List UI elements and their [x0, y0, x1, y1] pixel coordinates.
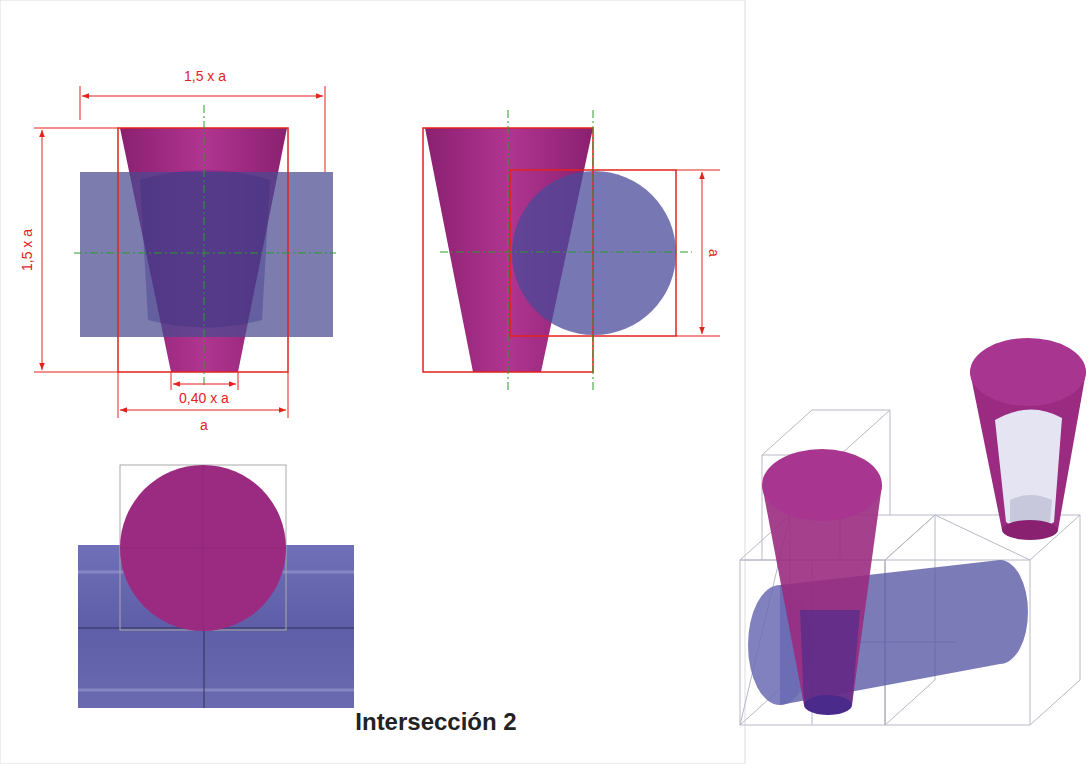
dimension-label: a — [198, 417, 210, 433]
diagram-title: Intersección 2 — [355, 710, 516, 734]
dimension-label: 1,5 x a — [182, 68, 228, 84]
dimension-label: a — [706, 247, 722, 259]
dimension-label: 1,5 x a — [19, 227, 35, 273]
dimension-label: 0,40 x a — [177, 390, 231, 406]
